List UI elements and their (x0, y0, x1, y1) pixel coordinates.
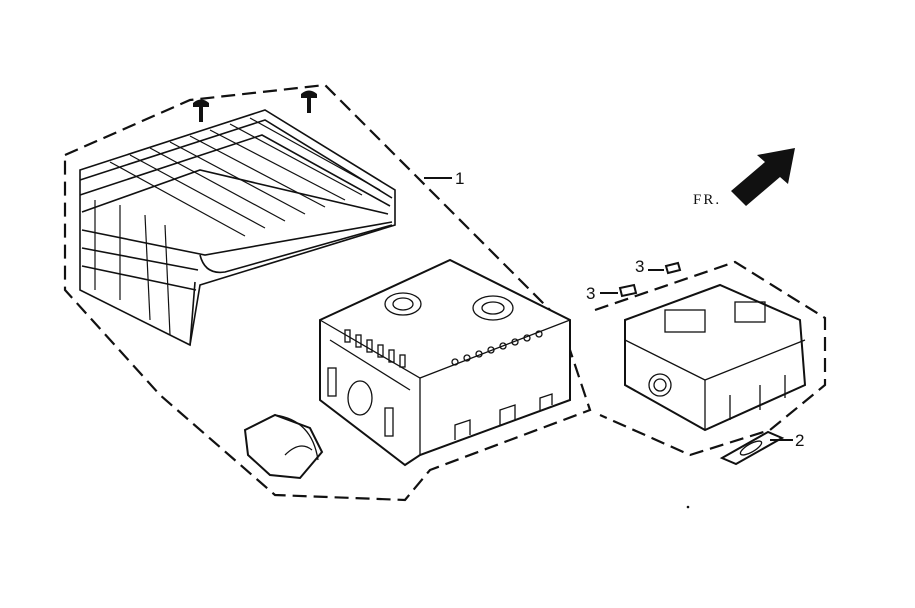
muffler-cover (319, 258, 571, 467)
muffler-body (624, 283, 807, 432)
assembly-1-outline (63, 83, 592, 502)
direction-label: FR. (693, 192, 721, 208)
wire-guard-cage (79, 109, 396, 347)
callout-1: 1 (455, 169, 464, 188)
screw-left (193, 99, 209, 122)
screw-right (301, 90, 317, 113)
vent-holes-right (451, 330, 543, 366)
gasket (719, 430, 785, 466)
vent-slots-left (344, 329, 406, 368)
callout-3-lower: 3 (586, 284, 595, 303)
clip-lower (600, 283, 638, 298)
muffler-group-outline (594, 260, 827, 457)
exhaust-deflector (243, 413, 324, 480)
callout-2: 2 (795, 431, 804, 450)
dot-mark (686, 505, 690, 509)
callout-3-upper: 3 (635, 257, 644, 276)
front-direction-arrow-icon (731, 148, 795, 206)
clip-upper (648, 261, 682, 275)
